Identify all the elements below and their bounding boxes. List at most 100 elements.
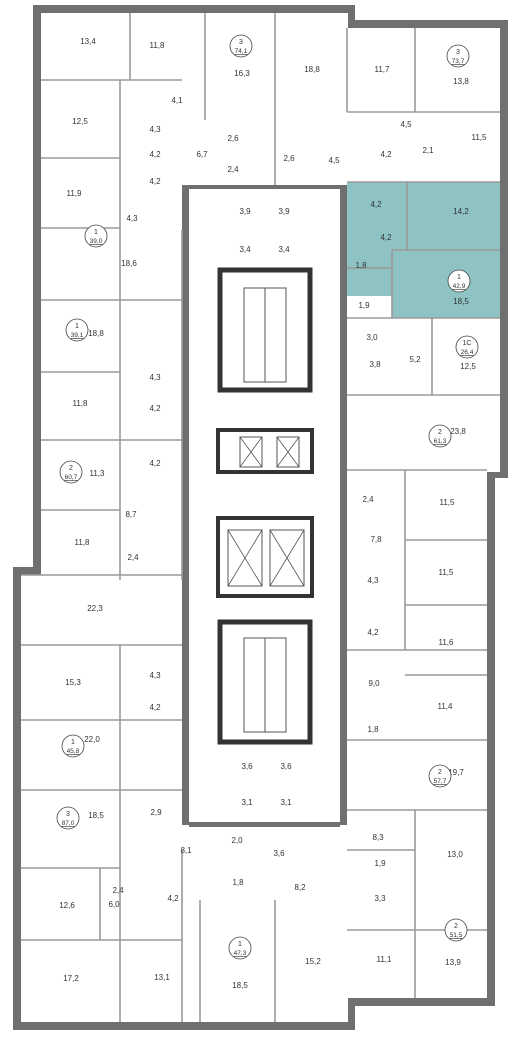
room-area-label: 2,9 [150, 808, 162, 817]
room-area-label: 4,2 [367, 628, 379, 637]
room-area-label: 3,3 [374, 894, 386, 903]
apartment-badge-circle [455, 335, 479, 359]
room-area-label: 11,1 [377, 955, 393, 964]
room-area-label: 11,5 [472, 133, 488, 142]
room-area-label: 4,3 [149, 671, 161, 680]
room-area-label: 1,9 [358, 301, 370, 310]
room-area-label: 8,2 [294, 883, 306, 892]
apartment-rooms-count: 1 [75, 323, 79, 330]
room-area-label: 1,9 [374, 859, 386, 868]
apartment-badge[interactable]: 145,8 [61, 734, 85, 758]
apartment-total-area: 60,7 [65, 474, 78, 481]
room-area-label: 8,7 [125, 510, 137, 519]
apartment-badge[interactable]: 142,9 [447, 269, 471, 293]
apartment-badge[interactable]: 147,3 [228, 936, 252, 960]
room-area-label: 3,6 [241, 762, 253, 771]
room-area-label: 4,2 [149, 150, 161, 159]
room-area-label: 23,8 [450, 427, 466, 436]
apartment-rooms-count: 2 [69, 465, 73, 472]
apartment-badge[interactable]: 251,5 [444, 918, 468, 942]
room-area-label: 2,4 [227, 165, 239, 174]
apartment-badge-circle [228, 936, 252, 960]
room-area-label: 13,1 [154, 973, 170, 982]
room-area-label: 4,2 [149, 404, 161, 413]
apartment-badge[interactable]: 374,1 [229, 34, 253, 58]
apartment-total-area: 47,3 [234, 950, 247, 957]
room-area-label: 11,5 [440, 498, 456, 507]
stairs-upper [217, 267, 313, 393]
room-area-label: 11,8 [75, 538, 91, 547]
exterior-walls [13, 5, 508, 1030]
apartment-badge[interactable]: 139,1 [65, 318, 89, 342]
apartment-rooms-count: 3 [66, 811, 70, 818]
room-area-label: 3,6 [273, 849, 285, 858]
apartment-rooms-count: 1 [71, 739, 75, 746]
room-area-label: 1,8 [367, 725, 379, 734]
room-area-label: 8,3 [372, 833, 384, 842]
apartment-badge[interactable]: 373,7 [446, 44, 470, 68]
room-area-label: 3,1 [241, 798, 253, 807]
apartment-rooms-count: 3 [456, 49, 460, 56]
room-area-label: 2,0 [231, 836, 243, 845]
elevators-large [216, 516, 314, 598]
room-area-label: 5,2 [409, 355, 421, 364]
apartment-rooms-count: 1 [457, 274, 461, 281]
room-area-label: 7,8 [370, 535, 382, 544]
room-area-label: 22,0 [84, 735, 100, 744]
apartment-total-area: 74,1 [235, 48, 248, 55]
room-area-label: 3,0 [366, 333, 378, 342]
stairs-lower [217, 619, 313, 745]
apartment-badge[interactable]: 139,0 [84, 224, 108, 248]
apartment-badge[interactable]: 387,0 [56, 806, 80, 830]
room-area-label: 2,1 [422, 146, 434, 155]
room-area-label: 11,9 [67, 189, 83, 198]
apartment-rooms-count: 1 [94, 229, 98, 236]
room-area-label: 18,5 [88, 811, 104, 820]
apartment-badge-circle [447, 269, 471, 293]
apartment-badge-circle [444, 918, 468, 942]
apartment-badge[interactable]: 1С 26,4 [455, 335, 479, 359]
room-area-label: 2,4 [112, 886, 124, 895]
room-area-label: 13,4 [80, 37, 96, 46]
apartment-total-area: 42,9 [453, 283, 466, 290]
apartment-total-area: 39,0 [90, 238, 103, 245]
apartment-total-area: 51,5 [450, 932, 463, 939]
apartment-total-area: 39,1 [71, 332, 84, 339]
apartment-badge[interactable]: 260,7 [59, 460, 83, 484]
apartment-badge[interactable]: 261,3 [428, 424, 452, 448]
room-area-label: 18,5 [453, 297, 469, 306]
room-area-label: 19,7 [448, 768, 464, 777]
room-area-label: 14,2 [453, 207, 469, 216]
room-area-label: 4,2 [167, 894, 179, 903]
room-area-label: 11,8 [73, 399, 89, 408]
room-area-label: 6,0 [108, 900, 120, 909]
room-area-label: 15,3 [65, 678, 81, 687]
room-area-label: 13,0 [447, 850, 463, 859]
interior-walls [21, 13, 500, 1022]
room-area-label: 4,2 [149, 177, 161, 186]
room-area-label: 4,3 [367, 576, 379, 585]
room-area-label: 22,3 [87, 604, 103, 613]
room-area-label: 3,8 [369, 360, 381, 369]
room-area-label: 4,5 [328, 156, 340, 165]
room-area-label: 3,9 [239, 207, 251, 216]
apartment-rooms-count: 3 [239, 39, 243, 46]
apartment-badge-circle [446, 44, 470, 68]
room-area-label: 16,3 [234, 69, 250, 78]
corridor-walls [182, 185, 347, 827]
room-area-label: 3,4 [239, 245, 251, 254]
room-area-label: 4,2 [149, 703, 161, 712]
apartment-total-area: 26,4 [461, 349, 474, 356]
room-area-label: 1,8 [355, 261, 367, 270]
apartment-badge[interactable]: 257,7 [428, 764, 452, 788]
apartment-rooms-count: 1С [463, 340, 472, 347]
room-area-label: 4,3 [126, 214, 138, 223]
apartment-total-area: 57,7 [434, 778, 447, 785]
apartment-rooms-count: 1 [238, 941, 242, 948]
room-area-label: 11,6 [439, 638, 455, 647]
room-area-label: 15,2 [305, 957, 321, 966]
room-area-label: 4,2 [380, 233, 392, 242]
